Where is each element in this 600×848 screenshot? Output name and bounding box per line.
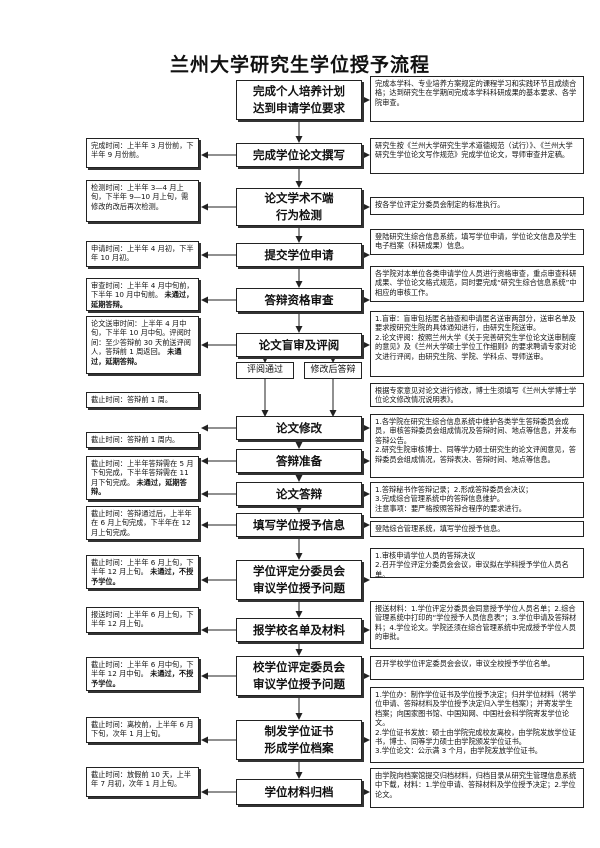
note-text: 截止时间：上半年答辩需在 5 月下旬完成，下半年答辩需在 11 月下旬完成。 [91, 459, 194, 487]
right-note: 按各学位评定分委员会制定的标准执行。 [370, 197, 584, 215]
page-title: 兰州大学研究生学位授予流程 [169, 54, 430, 76]
step-label: 论文修改 [276, 420, 322, 435]
right-note: 报送材料：1.学位评定分委员会同意授予学位人员名单；2.综合管理系统中打印的“学… [370, 601, 584, 649]
right-note: 登陆综合管理系统，填写学位授予信息。 [370, 521, 584, 537]
note-text: 论文送审时间：上半年 4 月中旬，下半年 10 月中旬。评阅时间：至少答辩前 3… [91, 319, 191, 357]
note-text: 截止时间：离校前，上半年 6 月下旬，次年 1 月上旬。 [91, 720, 194, 739]
note-text: 截止时间：答辩前 1 周。 [91, 395, 173, 404]
left-note: 截止时间：上半年 6 月中旬，下半年 12 月中旬。 未通过，不授予学位。 [86, 657, 199, 691]
step-fill-degree-info: 填写学位授予信息 [236, 513, 362, 537]
step-thesis-defense: 论文答辩 [236, 482, 362, 506]
step-label: 提交学位申请 [264, 247, 334, 262]
right-note: 各学院对本单位各类申请学位人员进行资格审查，重点审查科研成果、学位论文格式规范，… [370, 266, 584, 302]
left-note: 申请时间：上半年 4 月初，下半年 10 月初。 [86, 241, 199, 267]
note-warning: 未通过，延期答辩。 [91, 477, 187, 497]
step-label: 完成学位论文撰写 [253, 147, 345, 162]
step-issue-certificate: 制发学位证书 形成学位档案 [236, 720, 362, 760]
step-label: 答辩准备 [276, 453, 322, 468]
step-label: 校学位评定委员会 审议学位授予问题 [253, 660, 345, 691]
branch-defense-after-revision: 修改后答辩 [304, 362, 362, 379]
left-note: 论文送审时间：上半年 4 月中旬，下半年 10 月中旬。评阅时间：至少答辩前 3… [86, 316, 199, 374]
note-warning: 未通过，不授予学位。 [91, 567, 194, 586]
note-text: 截止时间：放假前 10 天，上半年 7 月初，次年 1 月上旬。 [91, 770, 191, 789]
left-note: 报送时间：上半年 6 月上旬，下半年 12 月上旬。 [86, 607, 199, 633]
step-label: 论文盲审及评阅 [258, 337, 340, 352]
step-label: 答辩资格审查 [264, 292, 334, 307]
note-text: 审查时间：上半年 4 月中旬前，下半年 10 月中旬前。 [91, 281, 194, 300]
note-text: 报送时间：上半年 6 月上旬，下半年 12 月上旬。 [91, 610, 194, 629]
left-note: 完成时间：上半年 3 月份前，下半年 9 月份前。 [86, 138, 199, 168]
right-note: 根据专家意见对论文进行修改，博士生须填写《兰州大学博士学位论文修改情况说明表》。 [370, 383, 584, 407]
right-note: 1.学位办：制作学位证书及学位授予决定；归并学位材料（将学位申请、答辩材料及学位… [370, 687, 584, 763]
step-thesis-writing: 完成学位论文撰写 [236, 143, 362, 167]
right-note: 研究生按《兰州大学研究生学术道德规范（试行）》、《兰州大学研究生学位论文写作规范… [370, 138, 584, 174]
note-text: 截止时间：答辩前 1 周内。 [91, 435, 180, 444]
note-warning: 未通过，不授予学位。 [91, 669, 194, 688]
right-note: 1.答辩秘书作答辩记录；2.形成答辩委员会决议； 3.完成综合管理系统中的答辩信… [370, 482, 584, 518]
left-note: 截止时间：离校前，上半年 6 月下旬，次年 1 月上旬。 [86, 717, 199, 743]
step-thesis-revision: 论文修改 [236, 416, 362, 440]
note-text: 申请时间：上半年 4 月初，下半年 10 月初。 [91, 244, 194, 263]
note-warning: 未通过，延期答辩。 [91, 290, 194, 309]
right-note: 由学院向档案馆提交归档材料，归档目录从研究生管理信息系统中下载，材料：1.学位申… [370, 768, 584, 808]
step-plagiarism-check: 论文学术不端 行为检测 [236, 188, 362, 226]
right-note: 登陆研究生综合信息系统，填写学位申请，学位论文信息及学生电子档案（科研成果）信息… [370, 229, 584, 255]
right-note: 1.审核申请学位人员的答辩决议 2.召开学位评定分委员会会议，审议拟在学科授予学… [370, 548, 584, 578]
step-label: 报学校名单及材料 [253, 622, 345, 637]
left-note: 截止时间：答辩前 1 周。 [86, 392, 199, 408]
left-note: 截止时间：答辩通过后，上半年在 6 月上旬完成，下半年在 12 月上旬完成。 [86, 506, 199, 540]
step-qualification-review: 答辩资格审查 [236, 288, 362, 312]
step-subcommittee-review: 学位评定分委员会 审议学位授予问题 [236, 560, 362, 600]
step-defense-preparation: 答辩准备 [236, 449, 362, 473]
step-submit-application: 提交学位申请 [236, 243, 362, 267]
left-note: 截止时间：上半年 6 月上旬，下半年 12 月上旬。 未通过，不授予学位。 [86, 555, 199, 589]
note-text: 截止时间：上半年 6 月中旬，下半年 12 月中旬。 [91, 660, 194, 679]
right-note: 召开学校学位评定委员会会议，审议全校授予学位名单。 [370, 656, 584, 680]
step-label: 学位材料归档 [264, 784, 334, 799]
step-archive: 学位材料归档 [236, 779, 362, 805]
step-submit-list: 报学校名单及材料 [236, 618, 362, 642]
note-text: 检测时间：上半年 3—4 月上旬，下半年 9—10 月上旬，需修改的改后再次检测… [91, 183, 189, 211]
note-warning: 未通过，延期答辩。 [91, 347, 182, 366]
step-blind-review: 论文盲审及评阅 [236, 333, 362, 357]
left-note: 截止时间：放假前 10 天，上半年 7 月初，次年 1 月上旬。 [86, 767, 199, 797]
step-label: 填写学位授予信息 [253, 517, 345, 532]
left-note: 截止时间：答辩前 1 周内。 [86, 432, 199, 448]
right-note: 1.各学院在研究生综合信息系统中维护各类学生答辩委员会成员，审核答辩委员会组成情… [370, 414, 584, 478]
step-label: 完成个人培养计划 达到申请学位要求 [253, 84, 345, 115]
note-text: 截止时间：答辩通过后，上半年在 6 月上旬完成，下半年在 12 月上旬完成。 [91, 509, 192, 537]
step-label: 论文答辩 [276, 486, 322, 501]
step-committee-review: 校学位评定委员会 审议学位授予问题 [236, 656, 362, 696]
step-complete-plan: 完成个人培养计划 达到申请学位要求 [236, 80, 362, 120]
right-note: 完成本学科、专业培养方案规定的课程学习和实践环节且成绩合格；达到研究生在学期间完… [370, 76, 584, 122]
step-label: 学位评定分委员会 审议学位授予问题 [253, 564, 345, 595]
left-note: 检测时间：上半年 3—4 月上旬，下半年 9—10 月上旬，需修改的改后再次检测… [86, 180, 199, 222]
left-note: 截止时间：上半年答辩需在 5 月下旬完成，下半年答辩需在 11 月下旬完成。 未… [86, 456, 199, 500]
step-label: 论文学术不端 行为检测 [264, 191, 334, 222]
note-text: 截止时间：上半年 6 月上旬，下半年 12 月上旬。 [91, 558, 194, 577]
branch-review-passed: 评阅通过 [236, 362, 294, 379]
note-text: 完成时间：上半年 3 月份前，下半年 9 月份前。 [91, 141, 194, 160]
right-note: 1.盲审：盲审包括匿名抽查和申请匿名送审两部分，送审名单及要求按研究生院的具体通… [370, 311, 584, 377]
step-label: 制发学位证书 形成学位档案 [264, 724, 334, 755]
left-note: 审查时间：上半年 4 月中旬前，下半年 10 月中旬前。 未通过，延期答辩。 [86, 278, 199, 311]
